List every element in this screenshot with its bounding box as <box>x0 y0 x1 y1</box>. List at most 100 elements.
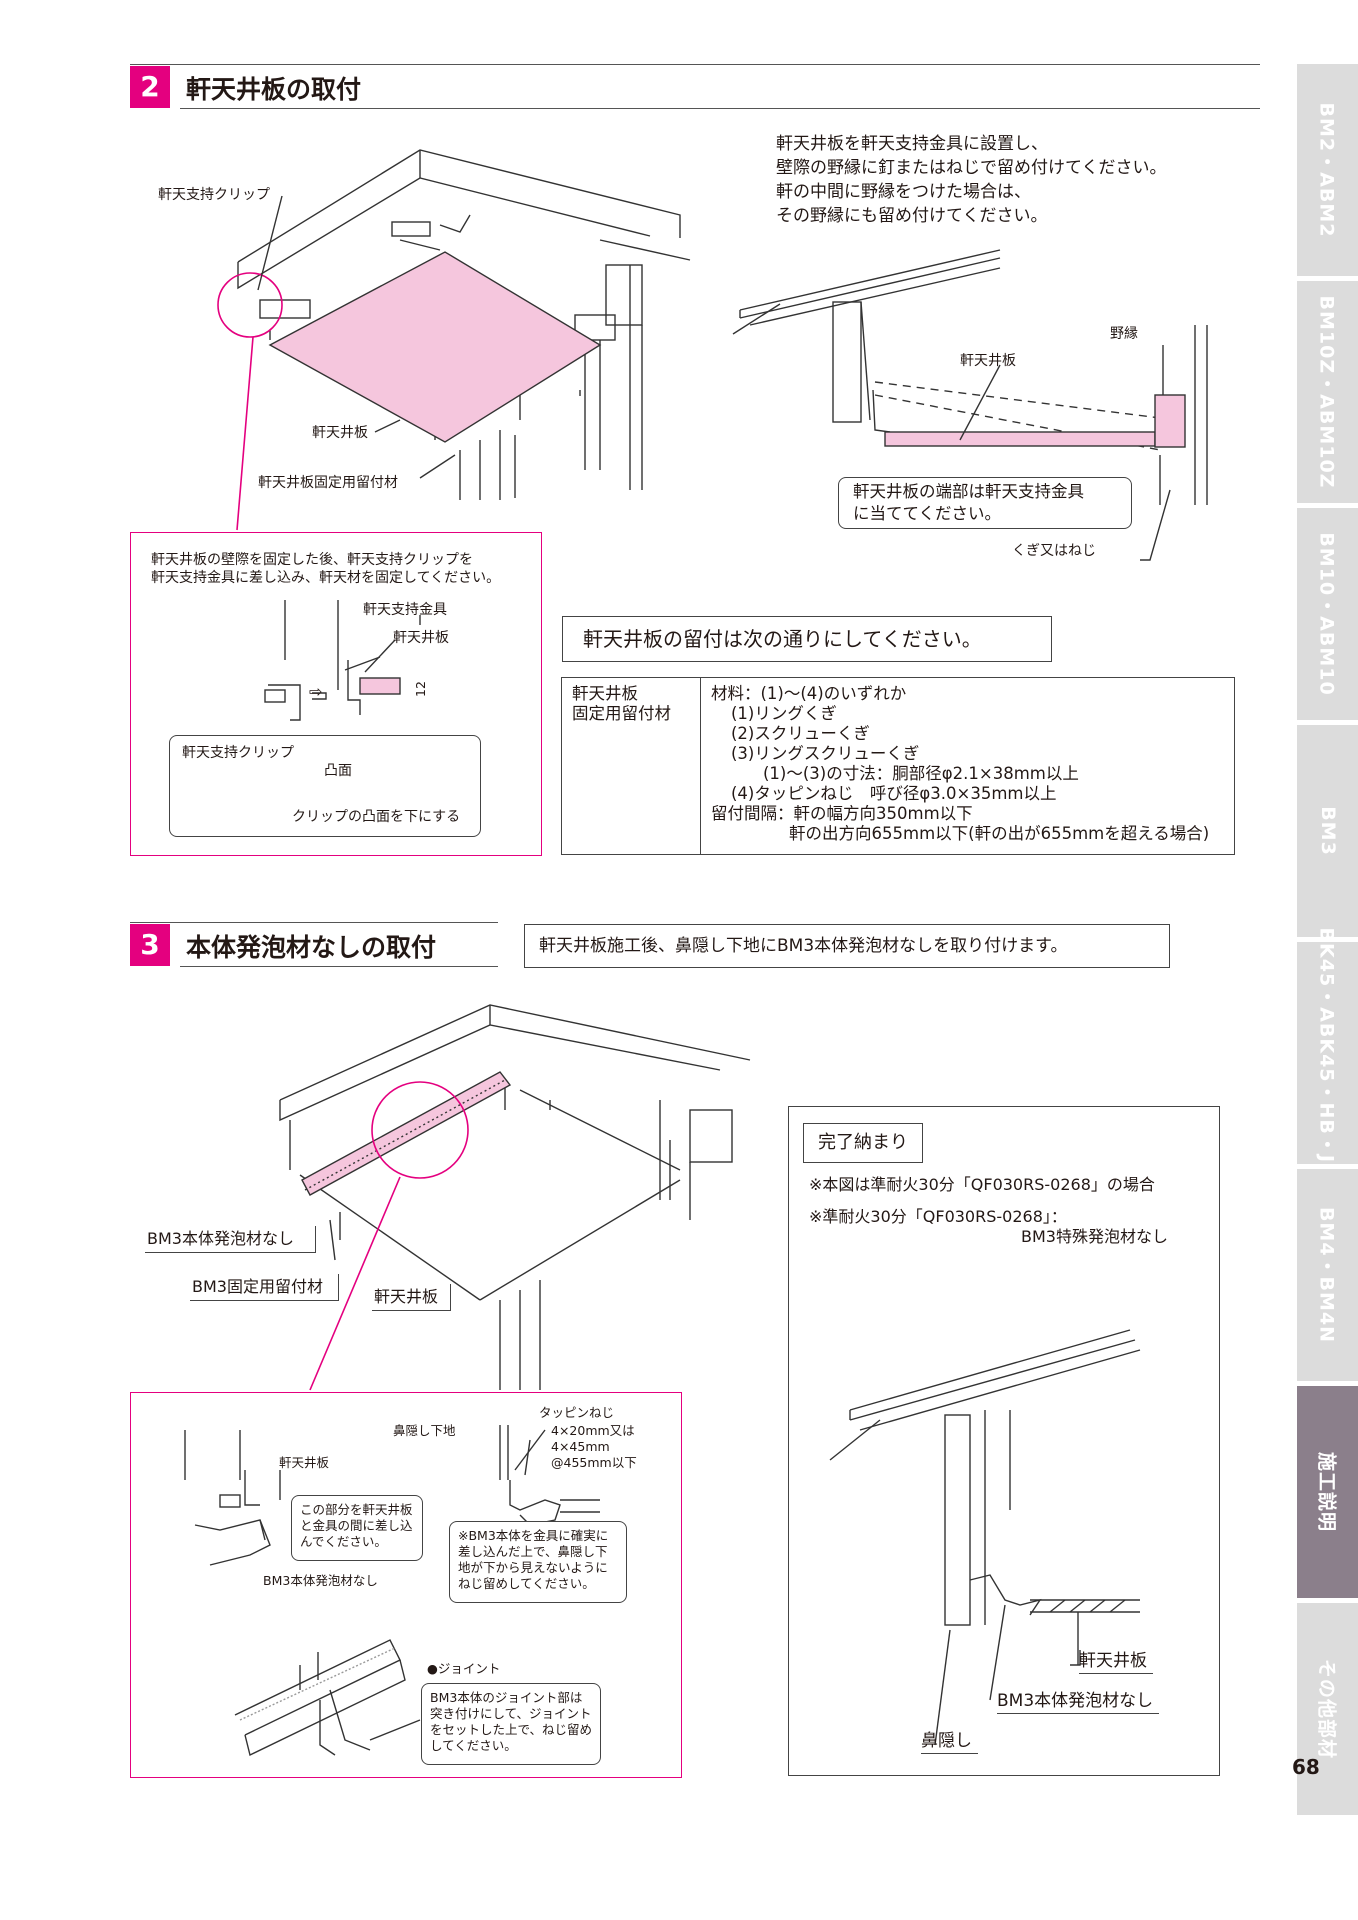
insert-note-line: この部分を軒天井板 <box>300 1502 413 1517</box>
page-number: 68 <box>1292 1755 1320 1779</box>
header3-line-top <box>130 922 498 923</box>
section3-number: 3 <box>130 924 170 966</box>
section-title: 軒天井板の取付 <box>186 75 362 104</box>
detail-circle <box>217 272 283 338</box>
spec-left-cell: 軒天井板 固定用留付材 <box>561 677 701 855</box>
label-completed-fascia: 鼻隠し <box>921 1729 978 1754</box>
instruction-line: 軒天井板を軒天支持金具に設置し、 <box>776 134 1048 154</box>
tab-bm3[interactable]: BM3 <box>1297 725 1358 937</box>
clip-note-box: 軒天支持クリップ 凸面 クリップの凸面を下にする <box>169 735 481 837</box>
label-detail-bm3: BM3本体発泡材なし <box>263 1573 378 1588</box>
instruction-line: その野縁にも留め付けてください。 <box>776 206 1048 226</box>
spec-line: (1)リングくぎ <box>731 704 837 723</box>
label-fascia-base: 鼻隠し下地 <box>393 1423 456 1438</box>
spec-line: 留付間隔：軒の幅方向350mm以下 <box>711 804 973 823</box>
clip-detail-frame: 軒天井板の壁際を固定した後、軒天支持クリップを 軒天支持金具に差し込み、軒天材を… <box>130 532 542 856</box>
label-ceiling-board-section: 軒天井板 <box>960 353 1016 369</box>
instruction-line: 軒の中間に野縁をつけた場合は、 <box>776 182 1031 202</box>
fixing-heading: 軒天井板の留付は次の通りにしてください。 <box>562 616 1052 662</box>
spec-line: (4)タッピンねじ 呼び径φ3.0×35mm以上 <box>731 784 1057 803</box>
completed-note1: ※本図は準耐火30分「QF030RS-0268」の場合 <box>809 1175 1155 1194</box>
joint-note-line: BM3本体のジョイント部は <box>430 1690 583 1705</box>
label-tapping-screw: タッピンねじ <box>539 1405 615 1420</box>
completed-title: 完了納まり <box>803 1123 923 1163</box>
label-clip: 軒天支持クリップ <box>158 187 270 203</box>
completed-note2-line1: ※準耐火30分「QF030RS-0268」： <box>809 1207 1067 1226</box>
tab-bm10z[interactable]: BM10Z・ABM10Z <box>1297 281 1358 503</box>
spec-line: 材料：(1)～(4)のいずれか <box>711 684 907 703</box>
insert-note-line: んでください。 <box>300 1534 387 1549</box>
tab-bm10[interactable]: BM10・ABM10 <box>1297 508 1358 720</box>
screw-note-line: 差し込んだ上で、鼻隠し下 <box>458 1544 608 1559</box>
screw-note-line: 地が下から見えないように <box>458 1560 608 1575</box>
bm3-detail-drawing-left <box>184 1430 281 1566</box>
tab-construction[interactable]: 施工説明 <box>1297 1386 1358 1598</box>
completed-assembly-drawing <box>829 1329 1141 1746</box>
tab-others[interactable]: その他部材 <box>1297 1603 1358 1815</box>
section3-title: 本体発泡材なしの取付 <box>186 933 437 962</box>
spec-line: 軒の出方向655mm以下(軒の出が655mmを超える場合) <box>789 824 1210 843</box>
insert-note-box: この部分を軒天井板 と金具の間に差し込 んでください。 <box>291 1495 423 1561</box>
fixing-spec-table: 軒天井板 固定用留付材 材料：(1)～(4)のいずれか (1)リングくぎ (2)… <box>561 677 1235 855</box>
detail-note-line: 軒天支持金具に差し込み、軒天材を固定してください。 <box>151 570 501 586</box>
screw-note-box: ※BM3本体を金具に確実に 差し込んだ上で、鼻隠し下 地が下から見えないように … <box>449 1521 627 1603</box>
joint-drawing <box>234 1639 406 1757</box>
screw-spec-line: 4×45mm <box>551 1439 610 1454</box>
label-ceiling-board: 軒天井板 <box>312 425 368 441</box>
eave-section-drawing <box>732 249 1208 505</box>
completed-note2-line2: BM3特殊発泡材なし <box>1021 1227 1168 1246</box>
ceiling-board-pink <box>268 251 602 443</box>
bm3-isometric-drawing <box>279 1004 751 1390</box>
edge-note-line: 軒天井板の端部は軒天支持金具 <box>853 482 1084 501</box>
detail-note-line: 軒天井板の壁際を固定した後、軒天支持クリップを <box>151 552 473 568</box>
tab-bm2[interactable]: BM2・ABM2 <box>1297 64 1358 276</box>
joint-note-line: をセットした上で、ねじ留め <box>430 1722 593 1737</box>
spec-line: (1)～(3)の寸法：胴部径φ2.1×38mm以上 <box>763 764 1079 783</box>
label-bm3-body: BM3本体発泡材なし <box>145 1226 316 1253</box>
header3-line-bottom <box>180 966 498 967</box>
clip-detail-drawing <box>264 600 400 721</box>
label-completed-bm3: BM3本体発泡材なし <box>997 1689 1160 1714</box>
spec-line: (2)スクリューくぎ <box>731 724 870 743</box>
header-line-bottom <box>180 108 1260 109</box>
section3-note: 軒天井板施工後、鼻隠し下地にBM3本体発泡材なしを取り付けます。 <box>524 924 1170 968</box>
spec-line: (3)リングスクリューくぎ <box>731 744 920 763</box>
instruction-line: 壁際の野縁に釘またはねじで留め付けてください。 <box>776 158 1167 178</box>
edge-note-line: に当ててください。 <box>853 504 1002 523</box>
screw-note-line: ※BM3本体を金具に確実に <box>458 1528 609 1543</box>
dimension-12: 12 <box>412 681 428 697</box>
label-joint: ●ジョイント <box>427 1661 501 1676</box>
joint-note-box: BM3本体のジョイント部は 突き付けにして、ジョイント をセットした上で、ねじ留… <box>421 1683 601 1765</box>
bm3-body-pink <box>301 1071 512 1196</box>
label-bracket: 軒天支持金具 <box>363 602 447 618</box>
label-completed-board: 軒天井板 <box>1079 1649 1153 1674</box>
ceiling-board-section <box>884 431 1156 447</box>
edge-note-box: 軒天井板の端部は軒天支持金具 に当ててください。 <box>838 477 1132 529</box>
tab-bm4[interactable]: BM4・BM4N <box>1297 1169 1358 1381</box>
label-clip-note: クリップの凸面を下にする <box>292 809 461 825</box>
spec-left-line: 固定用留付材 <box>572 704 671 723</box>
nobuchi-block <box>1154 394 1186 448</box>
joint-note-line: 突き付けにして、ジョイント <box>430 1706 592 1721</box>
label-clip-detail: 軒天支持クリップ <box>182 745 294 761</box>
label-nail-or-screw: くぎ又はねじ <box>1012 543 1096 559</box>
header-line-top <box>130 64 1260 65</box>
screw-spec-line: @455mm以下 <box>551 1455 637 1470</box>
tab-bk45[interactable]: BK45・ABK45・HB・JB <box>1297 928 1358 1178</box>
screw-note-line: ねじ留めしてください。 <box>458 1576 595 1591</box>
spec-right-cell: 材料：(1)～(4)のいずれか (1)リングくぎ (2)スクリューくぎ (3)リ… <box>700 677 1235 855</box>
label-board: 軒天井板 <box>393 630 449 646</box>
label-convex: 凸面 <box>324 763 352 779</box>
section-number: 2 <box>130 66 170 108</box>
label-detail-board: 軒天井板 <box>279 1455 330 1470</box>
spec-left-line: 軒天井板 <box>572 684 638 703</box>
screw-spec-line: 4×20mm又は <box>551 1423 635 1438</box>
label-ceiling-board-3: 軒天井板 <box>372 1284 451 1311</box>
label-nobuchi: 野縁 <box>1110 326 1138 342</box>
arrow-icon: ⇨ <box>309 682 323 701</box>
label-bm3-fixing: BM3固定用留付材 <box>190 1274 339 1301</box>
instruction-text: 軒天井板を軒天支持金具に設置し、 壁際の野縁に釘またはねじで留め付けてください。… <box>776 132 1167 228</box>
completed-frame: 完了納まり ※本図は準耐火30分「QF030RS-0268」の場合 ※準耐火30… <box>788 1106 1220 1776</box>
joint-note-line: してください。 <box>430 1738 517 1753</box>
